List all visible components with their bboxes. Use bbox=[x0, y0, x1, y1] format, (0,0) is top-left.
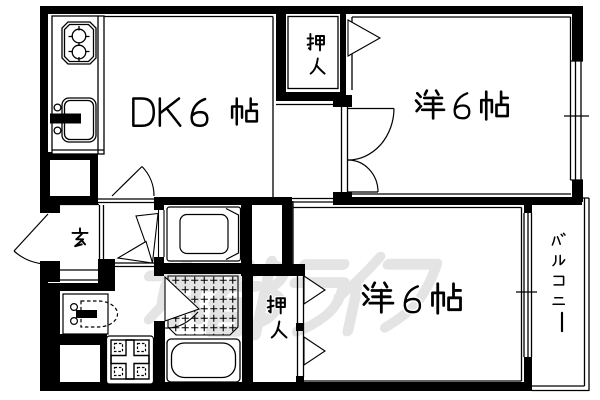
toilet-icon bbox=[62, 293, 119, 335]
thin-lines bbox=[56, 15, 590, 392]
entrance-door-arc bbox=[13, 213, 49, 265]
stove-icon bbox=[61, 21, 97, 65]
washing-machine-pan-icon bbox=[105, 335, 155, 385]
room-double-door-arcs bbox=[347, 107, 395, 193]
washroom-door-triangle bbox=[135, 210, 165, 263]
toilet-door-triangle bbox=[116, 240, 154, 264]
bathroom-floor-hatch bbox=[167, 275, 239, 336]
washbasin-unit-icon bbox=[166, 206, 242, 262]
dk-door-arc bbox=[111, 166, 155, 197]
closet-door-triangles bbox=[303, 19, 382, 367]
kitchen-sink-icon bbox=[50, 97, 97, 143]
bathtub-icon bbox=[166, 338, 241, 383]
label-dk bbox=[133, 98, 258, 126]
bathroom-door-triangle bbox=[164, 275, 201, 329]
walls bbox=[40, 6, 583, 391]
